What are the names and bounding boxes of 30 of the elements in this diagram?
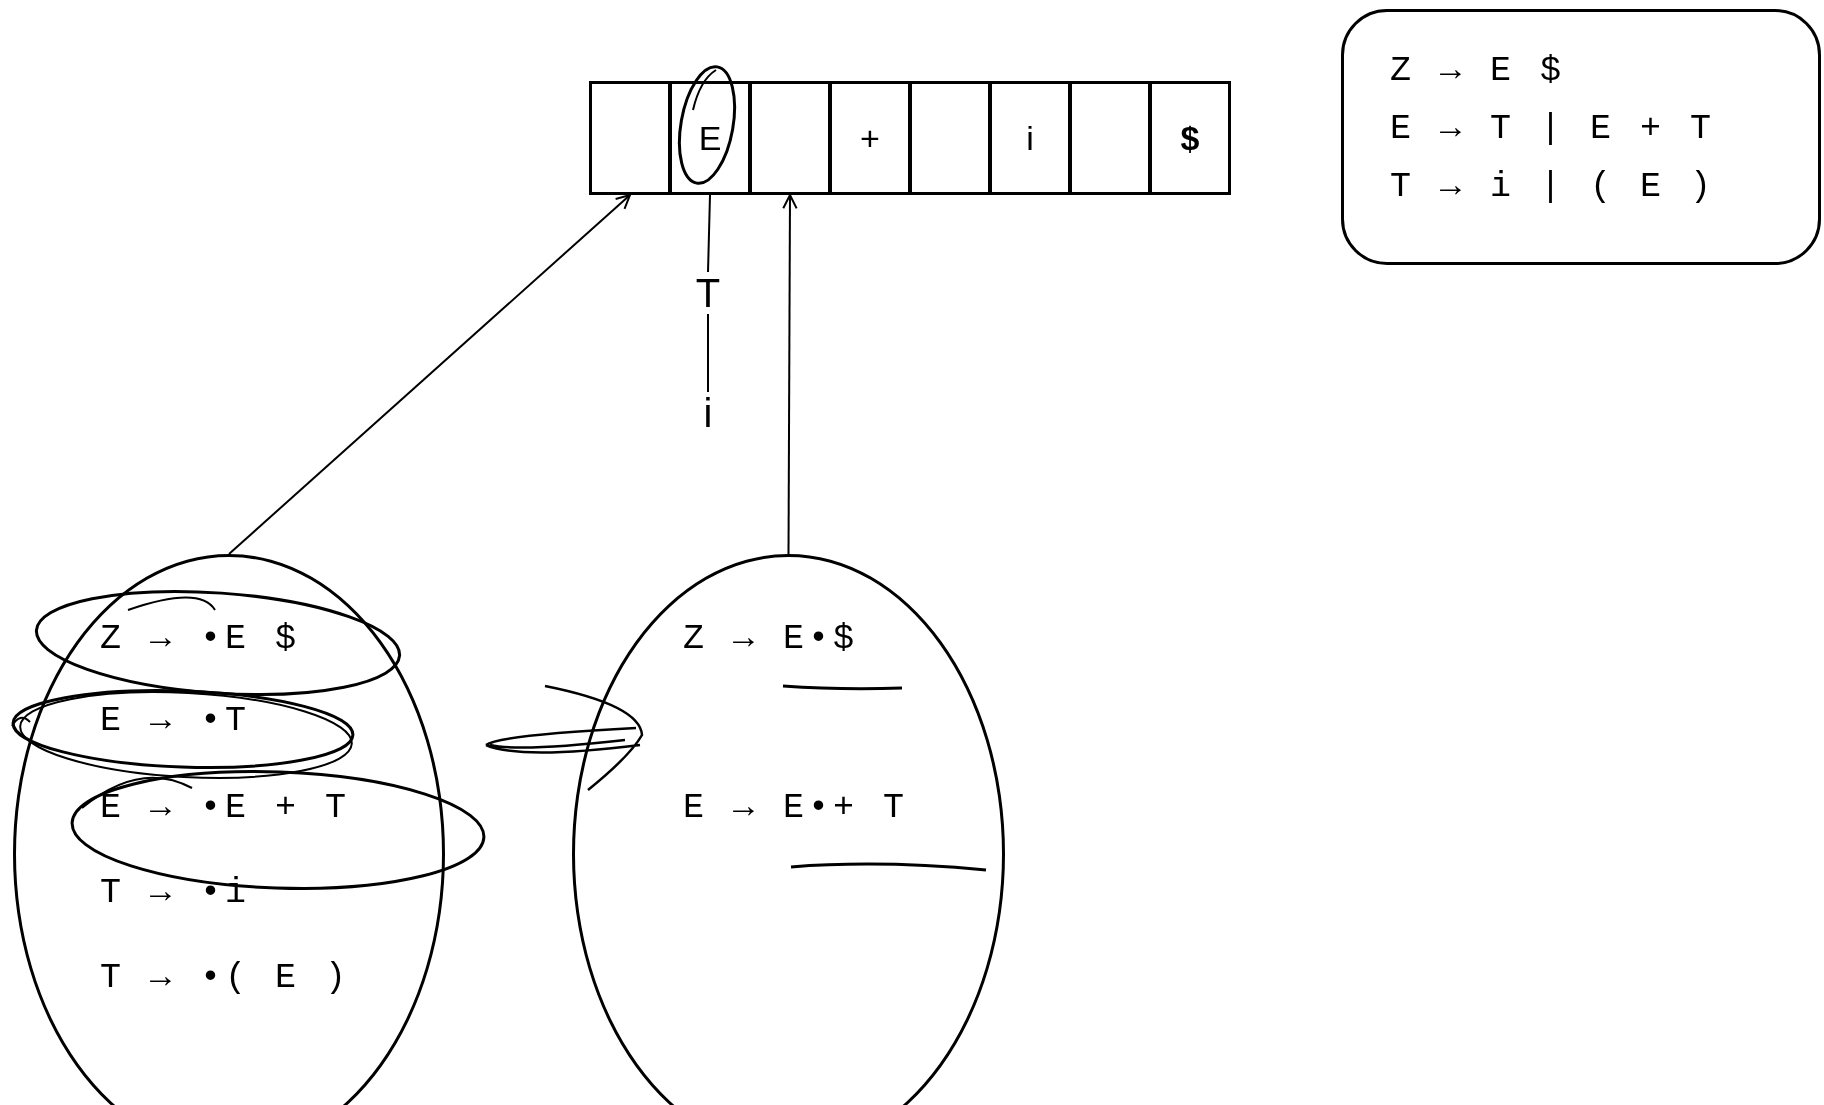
tape-symbol: E xyxy=(698,118,722,158)
tape-cell xyxy=(1149,81,1231,195)
item-set-ellipse xyxy=(572,554,1005,1105)
tape-cell xyxy=(909,81,991,195)
parse-tree-symbol: T xyxy=(695,273,721,313)
tape-symbol: i xyxy=(1026,118,1034,158)
grammar-rule: T → i | ( E ) xyxy=(1390,166,1716,209)
tape-cell xyxy=(749,81,831,195)
tape-cell xyxy=(989,81,1071,195)
tape-cell xyxy=(669,81,751,195)
tape-cell xyxy=(589,81,671,195)
lr-item: E → E•+ T xyxy=(683,787,909,830)
tree-line xyxy=(707,313,709,393)
tape-cell xyxy=(1069,81,1151,195)
lr-item: E → •E + T xyxy=(100,787,351,830)
lr-item: E → •T xyxy=(100,700,251,743)
grammar-rule: E → T | E + T xyxy=(1390,108,1716,151)
grammar-rule: Z → E $ xyxy=(1390,50,1566,93)
arrow xyxy=(782,194,798,555)
grammar-box xyxy=(1341,9,1821,265)
lr-item: Z → •E $ xyxy=(100,618,301,661)
item-set-ellipse xyxy=(13,554,445,1105)
lr-item: Z → E•$ xyxy=(683,618,859,661)
arrow xyxy=(228,194,631,555)
tape-symbol: $ xyxy=(1180,118,1200,158)
tape-symbol: + xyxy=(860,118,880,158)
lr-item: T → •( E ) xyxy=(100,957,351,1000)
tape-cell xyxy=(829,81,911,195)
tree-line xyxy=(707,194,711,273)
parse-tree-symbol: i xyxy=(703,393,713,433)
